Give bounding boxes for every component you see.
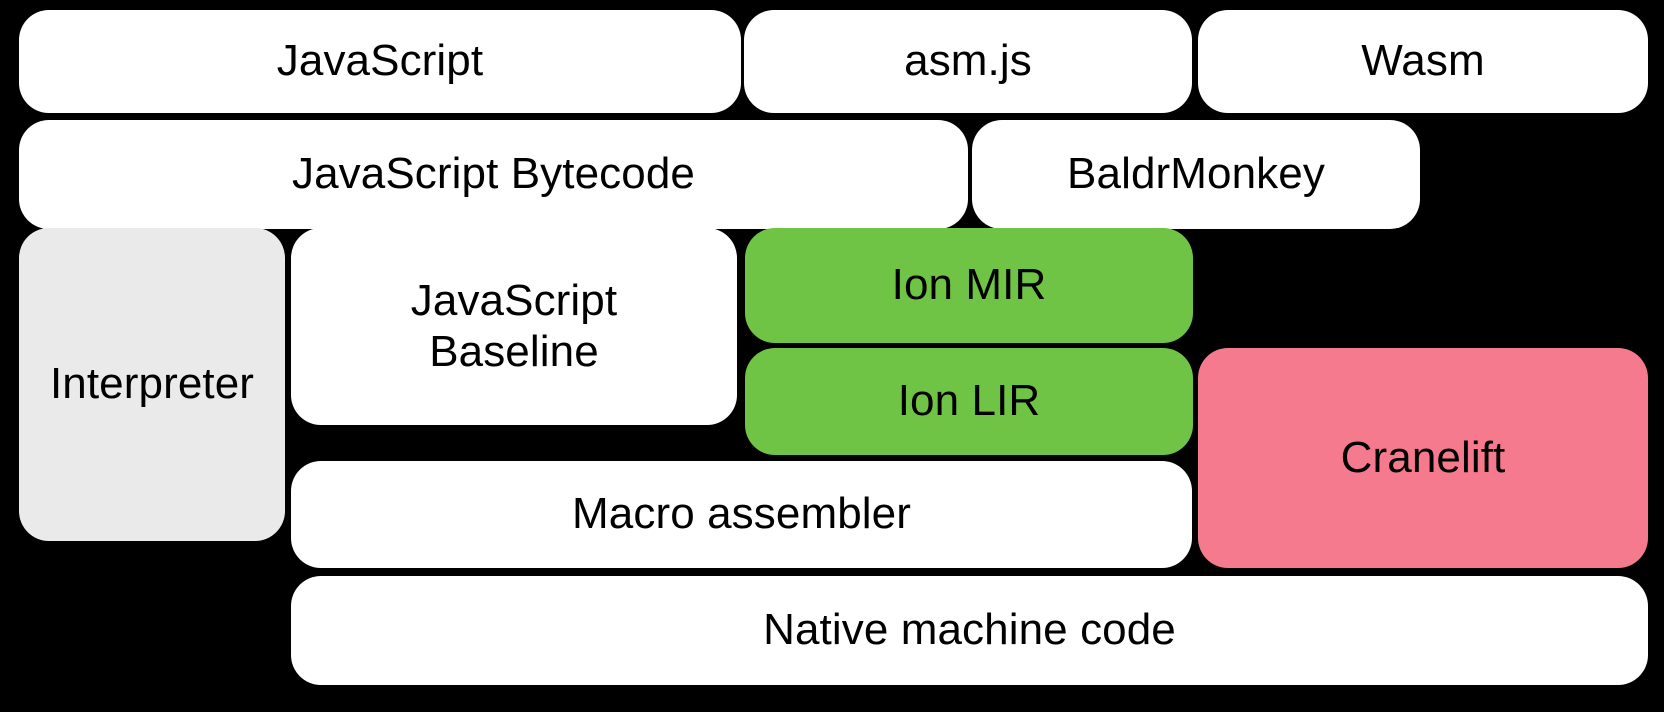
node-asm-js: asm.js <box>744 10 1192 113</box>
node-javascript: JavaScript <box>19 10 741 113</box>
node-ion-lir: Ion LIR <box>745 348 1193 455</box>
node-baldrmonkey: BaldrMonkey <box>972 120 1420 229</box>
node-native-machine-code: Native machine code <box>291 576 1648 685</box>
node-interpreter: Interpreter <box>19 228 285 541</box>
node-javascript-baseline: JavaScript Baseline <box>291 228 737 425</box>
node-wasm: Wasm <box>1198 10 1648 113</box>
node-javascript-bytecode: JavaScript Bytecode <box>19 120 968 229</box>
node-macro-assembler: Macro assembler <box>291 461 1192 568</box>
node-ion-mir: Ion MIR <box>745 228 1193 343</box>
node-cranelift: Cranelift <box>1198 348 1648 568</box>
